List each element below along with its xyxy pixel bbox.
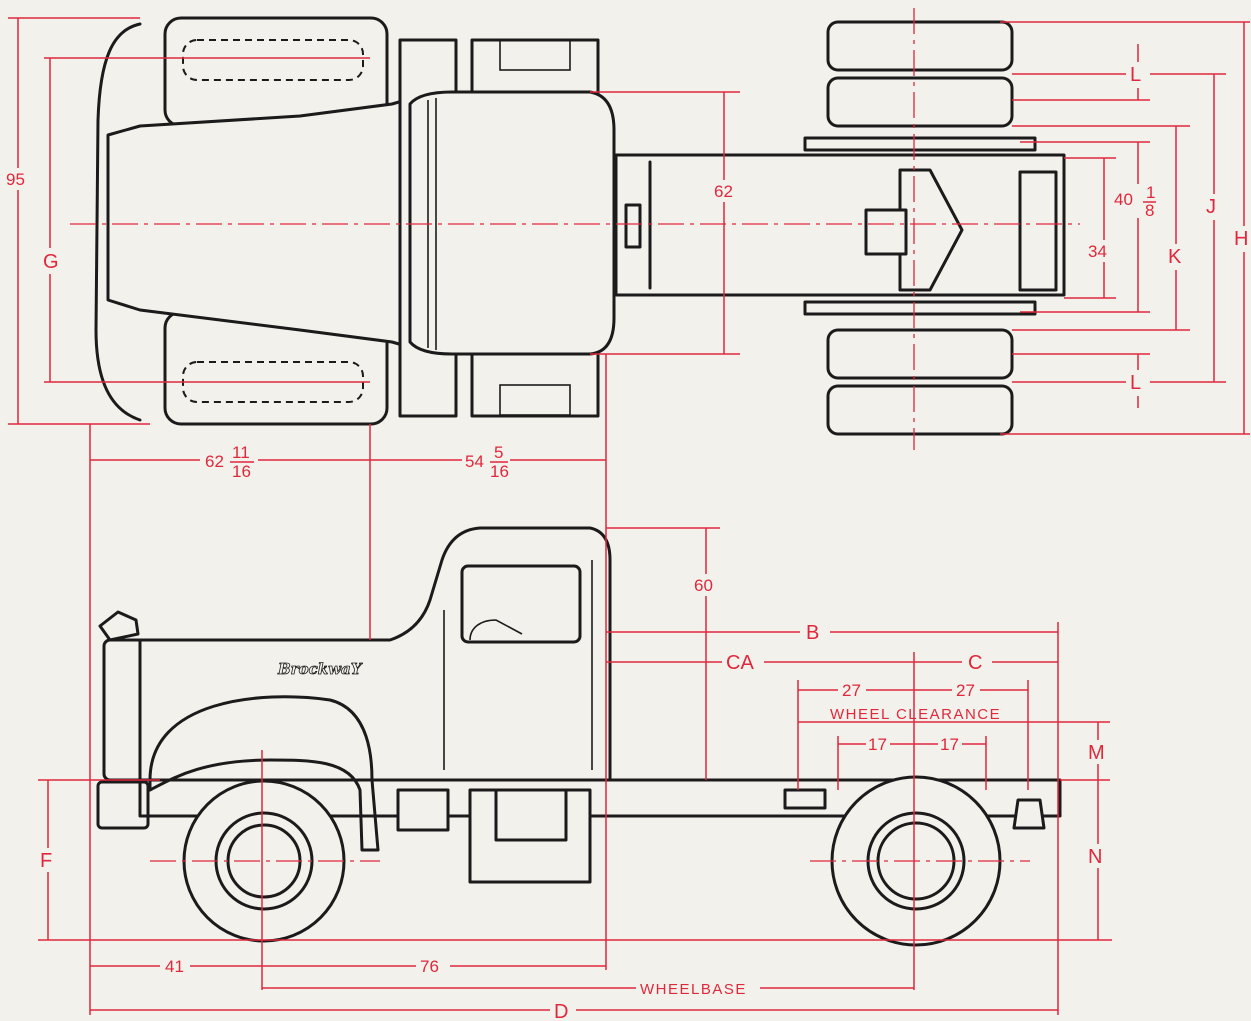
label-bumper-cab-num: 11 <box>232 443 250 462</box>
label-62: 62 <box>714 182 733 201</box>
label-j: J <box>1206 196 1216 218</box>
tank-cap-bottom <box>499 384 571 416</box>
label-40: 40 <box>1114 190 1133 209</box>
label-bumper-cab-den: 16 <box>232 462 251 481</box>
label-l-bottom: L <box>1130 372 1141 394</box>
tire-top-outer <box>826 20 1014 72</box>
tire-bottom-outer <box>826 384 1014 436</box>
rear-axle-upper <box>803 136 1037 152</box>
cab-roof-top <box>408 90 616 356</box>
label-cab-length-num: 5 <box>494 443 503 462</box>
label-m: M <box>1088 742 1105 764</box>
label-wheel-clearance: WHEEL CLEARANCE <box>830 706 1001 723</box>
grille-side <box>102 638 146 782</box>
label-95: 95 <box>6 170 25 189</box>
label-ca: CA <box>726 652 754 674</box>
label-40-num: 1 <box>1146 183 1155 202</box>
tire-bottom-inner <box>826 328 1014 380</box>
label-34: 34 <box>1088 242 1107 261</box>
hood-top <box>106 94 422 352</box>
label-f: F <box>40 850 52 872</box>
front-bumper-side <box>96 780 150 830</box>
battery-box <box>396 788 450 832</box>
cab-window <box>460 564 582 644</box>
rear-hitch <box>1012 798 1046 830</box>
label-c: C <box>968 652 982 674</box>
label-h: H <box>1234 228 1248 250</box>
differential-top <box>898 168 964 292</box>
front-bumper-top <box>94 22 142 422</box>
frame-rail-side <box>138 778 1062 818</box>
dimension-labels: 95 G 62 34 40 1 8 K J H L L 62 11 16 54 … <box>4 62 1251 1021</box>
label-60: 60 <box>694 576 713 595</box>
rear-axle-lower <box>803 300 1037 316</box>
label-d: D <box>554 1001 568 1021</box>
tank-cap-top <box>499 39 571 71</box>
label-b: B <box>806 622 819 644</box>
label-l-top: L <box>1130 64 1141 86</box>
label-inner-front: 17 <box>868 735 887 754</box>
spring-hanger <box>783 788 827 810</box>
label-wc-rear: 27 <box>956 681 975 700</box>
rear-crossmember <box>1018 170 1058 292</box>
label-wheelbase: WHEELBASE <box>640 981 747 998</box>
fuel-tank-cap <box>494 788 568 842</box>
label-40-den: 8 <box>1145 201 1154 220</box>
left-fender-lamp <box>182 39 364 81</box>
label-76: 76 <box>420 957 439 976</box>
hood-mascot <box>98 610 140 642</box>
dimension-lines <box>8 8 1250 1015</box>
differential-housing <box>864 208 908 256</box>
label-k: K <box>1168 246 1182 268</box>
side-view: BrockwaY <box>96 526 1062 947</box>
label-cab-length-den: 16 <box>490 462 509 481</box>
steering-wheel <box>469 619 523 641</box>
label-n: N <box>1088 846 1102 868</box>
brand-badge: BrockwaY <box>277 660 363 678</box>
tire-top-inner <box>826 76 1014 128</box>
top-view <box>94 16 1066 436</box>
label-cab-length-whole: 54 <box>465 452 484 471</box>
label-bumper-cab-whole: 62 <box>205 452 224 471</box>
label-41: 41 <box>165 957 184 976</box>
label-inner-rear: 17 <box>940 735 959 754</box>
label-wc-front: 27 <box>842 681 861 700</box>
frame-bracket <box>624 203 642 249</box>
label-g: G <box>43 251 59 273</box>
frame-top <box>614 153 1066 297</box>
